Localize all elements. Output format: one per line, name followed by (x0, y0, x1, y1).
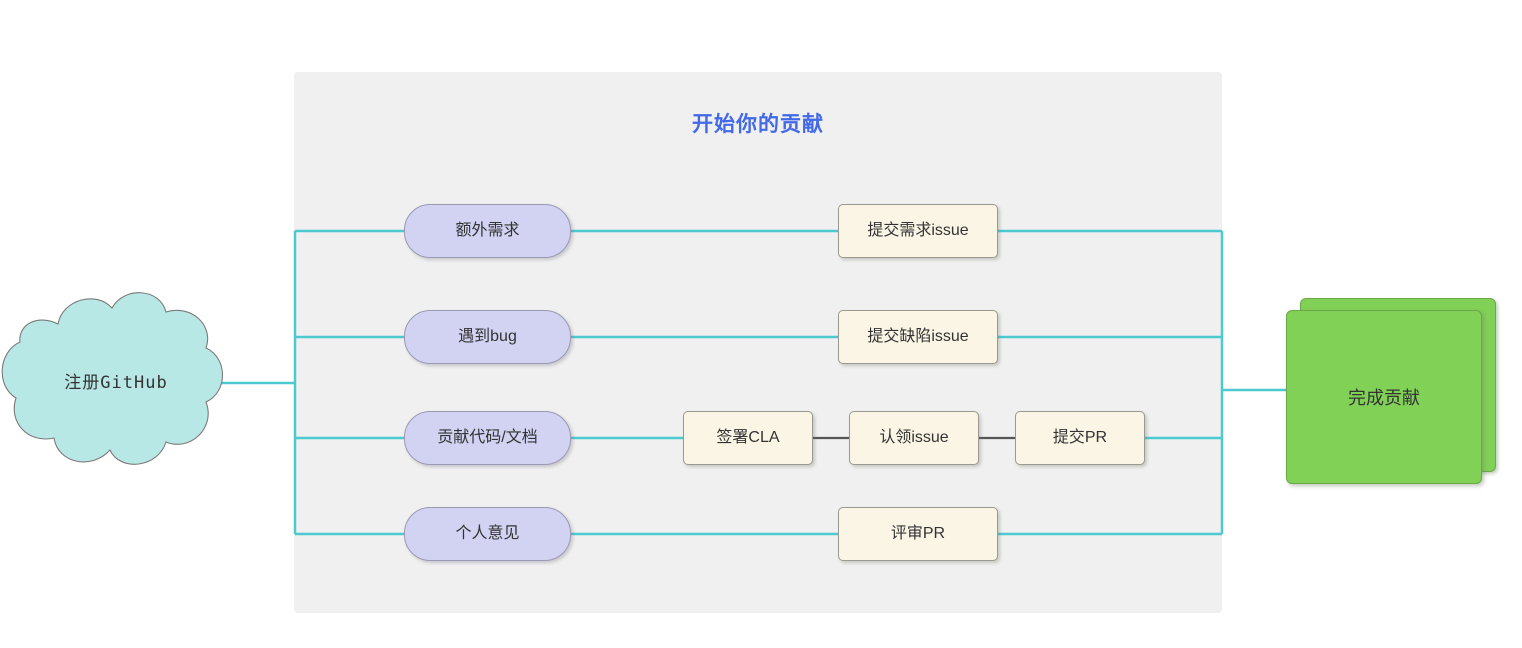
step-label: 提交缺陷issue (867, 328, 969, 346)
trigger-label: 额外需求 (455, 222, 520, 240)
page-title: 开始你的贡献 (692, 113, 824, 136)
stack-front-layer: 完成贡献 (1286, 310, 1482, 484)
end-node-finish-contribution[interactable]: 完成贡献 (1286, 298, 1496, 490)
step-node-submit-pr[interactable]: 提交PR (1015, 411, 1145, 465)
trigger-label: 贡献代码/文档 (437, 429, 538, 447)
cloud-icon (1, 292, 224, 465)
trigger-node-extra-requirement[interactable]: 额外需求 (404, 204, 571, 258)
step-label: 提交PR (1052, 429, 1108, 447)
end-node-label: 完成贡献 (1348, 388, 1420, 408)
trigger-label: 遇到bug (458, 328, 517, 346)
trigger-label: 个人意见 (455, 525, 520, 543)
trigger-node-personal-opinion[interactable]: 个人意见 (404, 507, 571, 561)
step-label: 提交需求issue (867, 222, 969, 240)
step-node-submit-defect-issue[interactable]: 提交缺陷issue (838, 310, 998, 364)
step-node-review-pr[interactable]: 评审PR (838, 507, 998, 561)
trigger-node-bug[interactable]: 遇到bug (404, 310, 571, 364)
step-node-sign-cla[interactable]: 签署CLA (683, 411, 813, 465)
trigger-node-contribute-code[interactable]: 贡献代码/文档 (404, 411, 571, 465)
step-node-submit-feature-issue[interactable]: 提交需求issue (838, 204, 998, 258)
step-label: 认领issue (879, 429, 949, 447)
step-label: 评审PR (890, 525, 946, 543)
start-node-github[interactable]: 注册GitHub (0, 280, 232, 480)
step-node-claim-issue[interactable]: 认领issue (849, 411, 979, 465)
step-label: 签署CLA (716, 429, 780, 447)
start-node-label: 注册GitHub (64, 372, 168, 393)
